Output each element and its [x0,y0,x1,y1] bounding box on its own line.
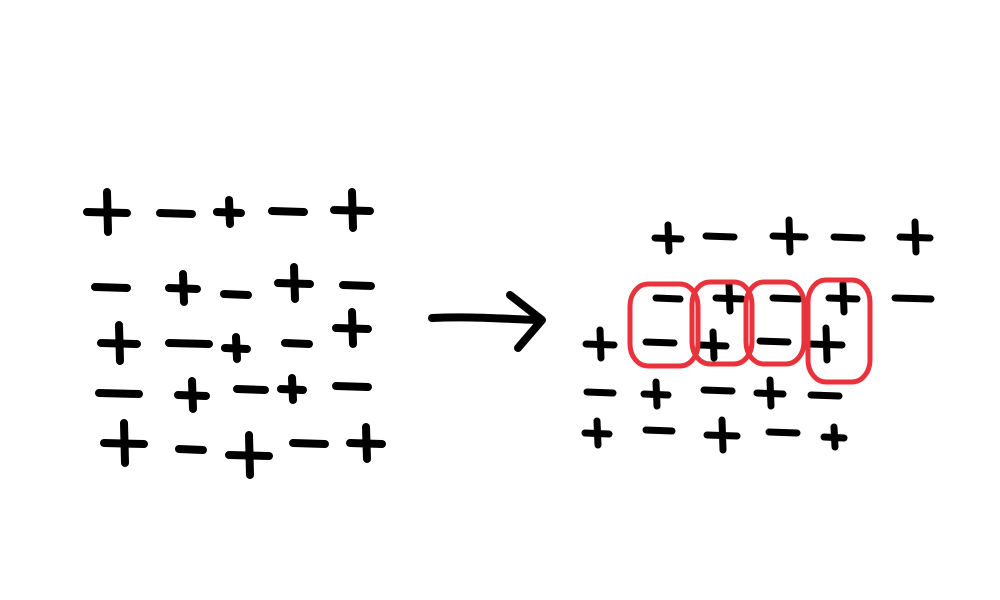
highlight-loops [627,277,873,385]
right-sign-plus [696,328,730,362]
left-sign-grid [83,188,386,479]
right-sign-plus [820,423,848,451]
right-sign-plus [753,376,787,410]
right-sign-minus [765,428,801,437]
right-sign-minus [807,391,843,400]
left-sign-minus [220,290,252,299]
highlight-loop [805,277,873,385]
right-sign-plus [703,416,741,454]
left-sign-minus [95,389,143,398]
left-sign-minus [339,281,375,290]
right-sign-plus [640,378,672,410]
right-sign-minus [756,337,792,346]
left-sign-plus [97,321,141,365]
right-arrow-icon [428,291,546,352]
right-sign-plus [581,417,613,449]
right-sign-grid [581,216,935,454]
left-sign-plus [332,308,372,348]
highlight-loop [743,279,807,367]
right-sign-minus [583,388,617,397]
left-sign-minus [281,339,313,348]
right-sign-plus [825,280,861,316]
left-sign-minus [233,385,269,394]
left-sign-plus [221,333,251,363]
left-sign-minus [175,445,207,454]
left-sign-minus [332,382,372,391]
right-sign-plus [769,216,809,256]
left-sign-plus [213,196,245,228]
left-sign-plus [225,431,273,479]
left-sign-plus [174,377,210,413]
left-sign-minus [91,283,131,292]
right-sign-plus [582,326,618,362]
right-sign-plus [712,281,746,315]
right-sign-minus [891,294,935,303]
right-sign-plus [896,218,934,256]
left-sign-plus [100,419,148,467]
left-sign-minus [156,209,196,218]
left-sign-minus [268,207,308,216]
right-sign-minus [769,294,803,303]
right-sign-minus [642,338,678,347]
left-sign-minus [165,339,213,348]
right-sign-minus [700,386,736,395]
right-sign-minus [830,233,866,242]
left-sign-plus [346,423,386,463]
left-sign-plus [330,188,374,232]
right-sign-plus [806,324,846,364]
left-sign-plus [83,188,131,236]
right-sign-minus [652,294,684,303]
left-sign-plus [165,270,201,306]
highlight-loop [627,281,701,369]
right-sign-minus [642,426,676,435]
left-sign-plus [277,374,307,404]
highlight-loop [689,279,755,367]
left-sign-plus [274,263,314,303]
left-sign-minus [289,439,329,448]
right-sign-minus [702,232,738,241]
right-sign-plus [651,221,685,255]
